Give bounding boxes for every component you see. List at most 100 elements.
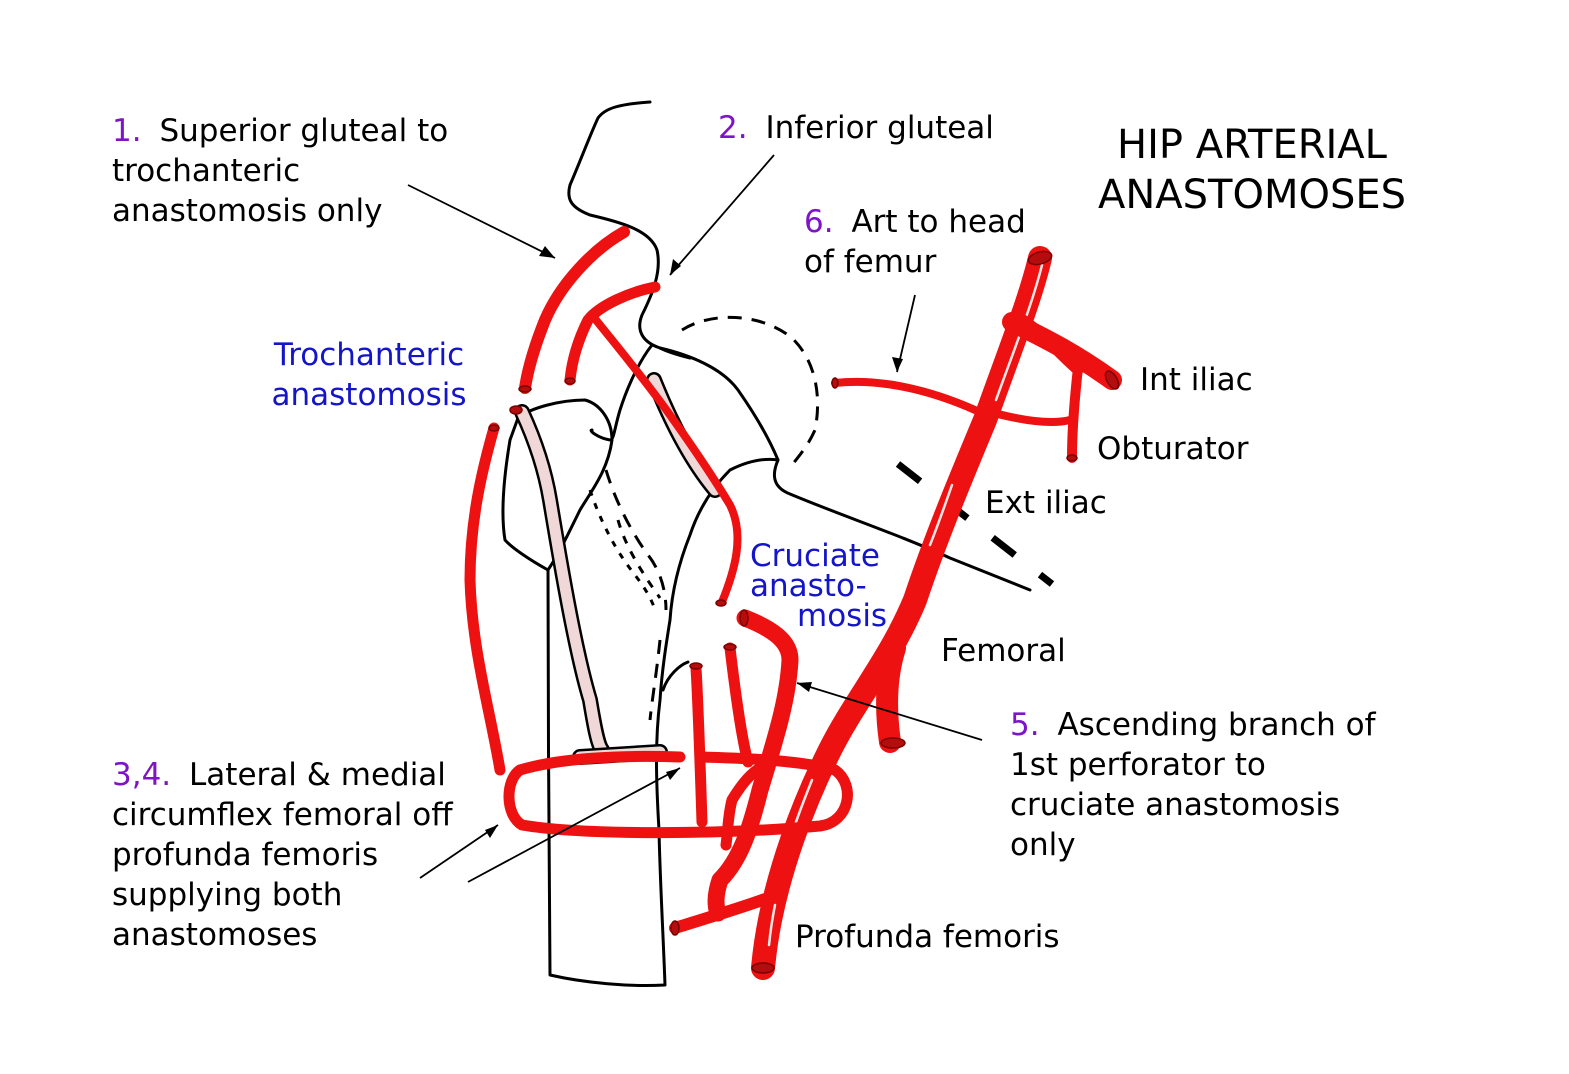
trochanteric-lateral-vessel[interactable] <box>464 422 506 776</box>
profunda-branch[interactable] <box>669 892 774 934</box>
femoral-artery-highlight-4 <box>767 903 777 947</box>
svg-text:6. Art to head: 6. Art to head <box>804 204 1026 240</box>
femur-shaft-right <box>655 457 780 832</box>
circumflex-ring-top[interactable] <box>514 750 686 776</box>
label-superior-gluteal: 1. Superior gluteal to trochanteric anas… <box>112 113 448 229</box>
superior-gluteal-artery[interactable] <box>519 226 630 394</box>
label-cruciate-line3: mosis <box>797 598 887 634</box>
end-trochanteric-lateral <box>488 424 500 432</box>
circumflex-ring[interactable] <box>503 751 853 839</box>
label-obturator: Obturator <box>1097 431 1249 467</box>
label-inferior-gluteal-number: 2. <box>718 110 748 146</box>
artery-to-head-of-femur[interactable] <box>831 377 979 414</box>
end-internal-iliac <box>1104 370 1120 390</box>
obturator-connector[interactable] <box>986 408 1074 426</box>
label-profunda-femoris: Profunda femoris <box>795 919 1060 955</box>
femur-posterior-dashed <box>648 639 662 721</box>
internal-iliac-branch[interactable] <box>1014 312 1084 376</box>
label-circumflex-line1: Lateral & medial <box>189 757 446 793</box>
pointer-lines <box>407 154 983 883</box>
femur-inner-dots <box>616 519 662 599</box>
label-head-of-femur-line1: Art to head <box>851 204 1025 240</box>
label-trochanteric-anastomosis: Trochanteric anastomosis <box>272 337 467 413</box>
pointer-circumflex-1-head <box>485 825 498 838</box>
pointer-inferior-gluteal-head <box>670 259 681 275</box>
label-trochanteric-line2: anastomosis <box>272 377 467 413</box>
label-ascending-branch: 5. Ascending branch of 1st perforator to… <box>1010 707 1377 863</box>
pointer-superior-gluteal <box>407 184 556 259</box>
label-superior-gluteal-line1: Superior gluteal to <box>159 113 448 149</box>
label-superior-gluteal-line2: trochanteric <box>112 153 300 189</box>
label-circumflex: 3,4. Lateral & medial circumflex femoral… <box>112 757 453 953</box>
label-circumflex-number: 3,4. <box>112 757 171 793</box>
svg-text:3,4. Lateral & medial: 3,4. Lateral & medial <box>112 757 446 793</box>
pale-vessel-left <box>516 406 608 756</box>
pointer-circumflex-2 <box>467 767 681 883</box>
svg-text:1. Superior gluteal to: 1. Superior gluteal to <box>112 113 448 149</box>
label-ascending-branch-line4: only <box>1010 827 1076 863</box>
label-trochanteric-line1: Trochanteric <box>273 337 464 373</box>
label-circumflex-line2: circumflex femoral off <box>112 797 453 833</box>
label-inferior-gluteal-text: Inferior gluteal <box>765 110 993 146</box>
end-femoral-bottom <box>751 962 775 974</box>
end-cruciate-vessel-2 <box>723 643 737 651</box>
svg-text:2. Inferior gluteal: 2. Inferior gluteal <box>718 110 994 146</box>
label-inferior-gluteal: 2. Inferior gluteal <box>718 110 994 146</box>
end-obturator <box>1066 454 1078 462</box>
end-pale-top <box>509 405 523 415</box>
title-block: HIP ARTERIAL ANASTOMOSES <box>1098 122 1406 218</box>
femur-shaft-left <box>546 568 667 988</box>
acetabulum-dashed-rim <box>681 315 820 469</box>
obturator-artery[interactable] <box>1067 363 1083 463</box>
label-ascending-branch-number: 5. <box>1010 707 1040 743</box>
pointer-head-of-femur-head <box>892 357 903 372</box>
femoral-artery-highlight-3 <box>793 778 814 827</box>
end-profunda-femoris <box>880 737 906 749</box>
label-ascending-branch-line2: 1st perforator to <box>1010 747 1266 783</box>
inferior-gluteal-descending[interactable] <box>592 316 742 606</box>
intertrochanteric-line-dots <box>588 489 657 611</box>
pale-vessel-right <box>648 374 721 496</box>
cruciate-vessel-1[interactable] <box>690 662 708 828</box>
pointer-ascending-branch <box>796 682 983 741</box>
femur-neck-inner <box>658 346 692 360</box>
end-ascending-branch <box>739 609 749 627</box>
inferior-gluteal-artery[interactable] <box>564 281 661 386</box>
end-femoral-top <box>1027 250 1053 266</box>
perforator-connector[interactable] <box>720 762 766 851</box>
end-inferior-gluteal <box>564 377 576 385</box>
label-ascending-branch-line3: cruciate anastomosis <box>1010 787 1340 823</box>
ascending-branch-perforator[interactable] <box>707 609 799 922</box>
label-circumflex-line4: supplying both <box>112 877 342 913</box>
pointer-superior-gluteal-head <box>539 246 555 258</box>
pointer-circumflex-2-head <box>666 768 680 780</box>
end-cruciate-vessel-1 <box>689 662 703 670</box>
label-head-of-femur: 6. Art to head of femur <box>804 204 1026 280</box>
end-superior-gluteal <box>518 385 532 393</box>
end-profunda-branch <box>670 920 680 936</box>
femoral-artery-highlight-2 <box>928 483 954 547</box>
intertrochanteric-crest-dashed <box>604 469 668 611</box>
dashed-outlines <box>588 315 1055 721</box>
femoral-head-outline <box>589 343 654 442</box>
label-head-of-femur-number: 6. <box>804 204 834 240</box>
arteries <box>464 226 1122 980</box>
label-ext-iliac: Ext iliac <box>985 485 1107 521</box>
profunda-femoris-artery[interactable] <box>876 637 906 753</box>
vessel-ends <box>488 250 1120 974</box>
label-circumflex-line3: profunda femoris <box>112 837 378 873</box>
greater-trochanter-outline <box>501 398 614 572</box>
label-superior-gluteal-number: 1. <box>112 113 142 149</box>
label-int-iliac: Int iliac <box>1140 362 1253 398</box>
lesser-trochanter-outline <box>661 660 690 692</box>
ilium-outline <box>567 100 1032 592</box>
label-head-of-femur-line2: of femur <box>804 244 937 280</box>
title-line-2: ANASTOMOSES <box>1098 172 1406 218</box>
label-cruciate-anastomosis: Cruciate anasto- mosis <box>750 538 887 634</box>
label-cruciate-line1: Cruciate <box>750 538 880 574</box>
label-circumflex-line5: anastomoses <box>112 917 317 953</box>
label-ascending-branch-line1: Ascending branch of <box>1057 707 1376 743</box>
cruciate-vessel-2[interactable] <box>724 642 754 768</box>
